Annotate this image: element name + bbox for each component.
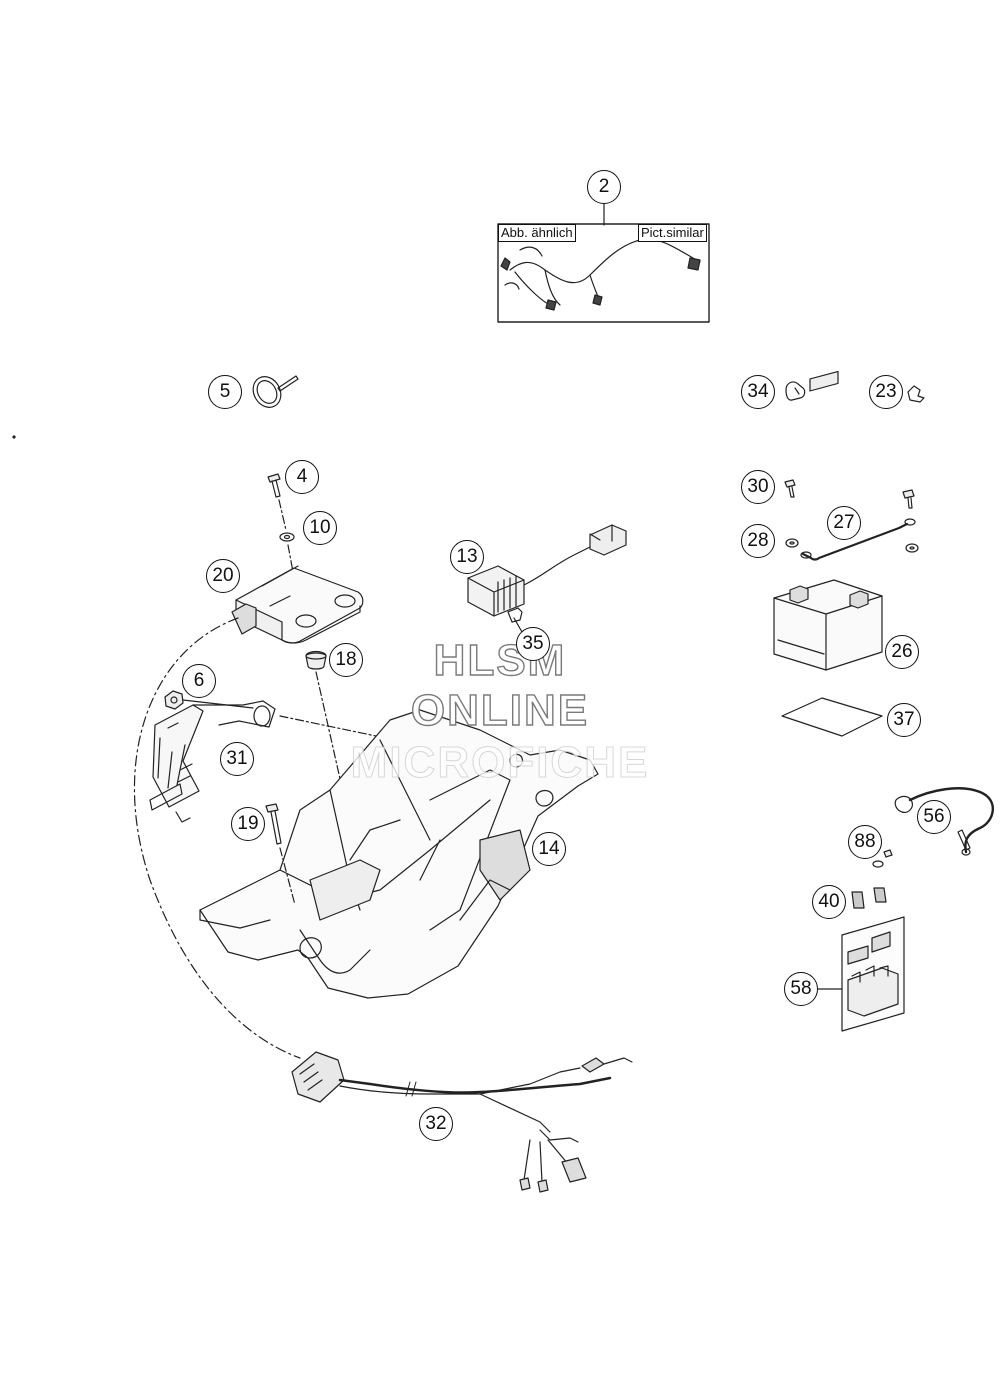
callout-4[interactable]: 4 xyxy=(285,460,319,494)
inset-label-similar-de: Abb. ähnlich xyxy=(498,224,576,242)
callout-28[interactable]: 28 xyxy=(741,524,775,558)
bracket-31-part xyxy=(149,700,276,823)
callout-32[interactable]: 32 xyxy=(419,1107,453,1141)
callout-37[interactable]: 37 xyxy=(887,703,921,737)
screw-88-part xyxy=(872,849,893,868)
inset-label-similar-en: Pict.similar xyxy=(638,224,707,242)
callout-30[interactable]: 30 xyxy=(741,470,775,504)
stray-dot xyxy=(12,435,16,439)
callout-2[interactable]: 2 xyxy=(587,170,621,204)
harness-32-part xyxy=(291,1051,633,1193)
starter-relay-58-part xyxy=(816,916,905,1032)
ecu-harness-leader xyxy=(133,617,301,1059)
callout-6[interactable]: 6 xyxy=(182,664,216,698)
frame-14-part xyxy=(199,709,599,999)
callout-20[interactable]: 20 xyxy=(206,559,240,593)
ecu-20-part xyxy=(231,565,364,644)
callout-26[interactable]: 26 xyxy=(885,635,919,669)
callout-23[interactable]: 23 xyxy=(869,375,903,409)
battery-hardware-part xyxy=(784,479,919,561)
callout-34[interactable]: 34 xyxy=(741,375,775,409)
callout-56[interactable]: 56 xyxy=(917,800,951,834)
callout-35[interactable]: 35 xyxy=(516,627,550,661)
clip-23-part xyxy=(907,385,925,403)
callout-18[interactable]: 18 xyxy=(329,643,363,677)
callout-14[interactable]: 14 xyxy=(532,832,566,866)
regulator-13-part xyxy=(467,524,627,633)
clip-34-part xyxy=(785,381,806,401)
callout-58[interactable]: 58 xyxy=(784,972,818,1006)
wiring-harness-inset xyxy=(497,202,710,323)
callout-10[interactable]: 10 xyxy=(303,511,337,545)
ground-cable-56-part xyxy=(894,787,994,856)
fuse-40-part xyxy=(851,887,887,909)
battery-26-part xyxy=(773,370,883,671)
callout-88[interactable]: 88 xyxy=(848,825,882,859)
cable-tie-part xyxy=(252,375,299,408)
screw-19-part xyxy=(265,803,296,906)
callout-40[interactable]: 40 xyxy=(812,885,846,919)
callout-27[interactable]: 27 xyxy=(827,506,861,540)
callout-19[interactable]: 19 xyxy=(231,807,265,841)
battery-pad-37-part xyxy=(781,697,883,737)
callout-31[interactable]: 31 xyxy=(220,742,254,776)
callout-13[interactable]: 13 xyxy=(450,540,484,574)
callout-5[interactable]: 5 xyxy=(208,375,242,409)
